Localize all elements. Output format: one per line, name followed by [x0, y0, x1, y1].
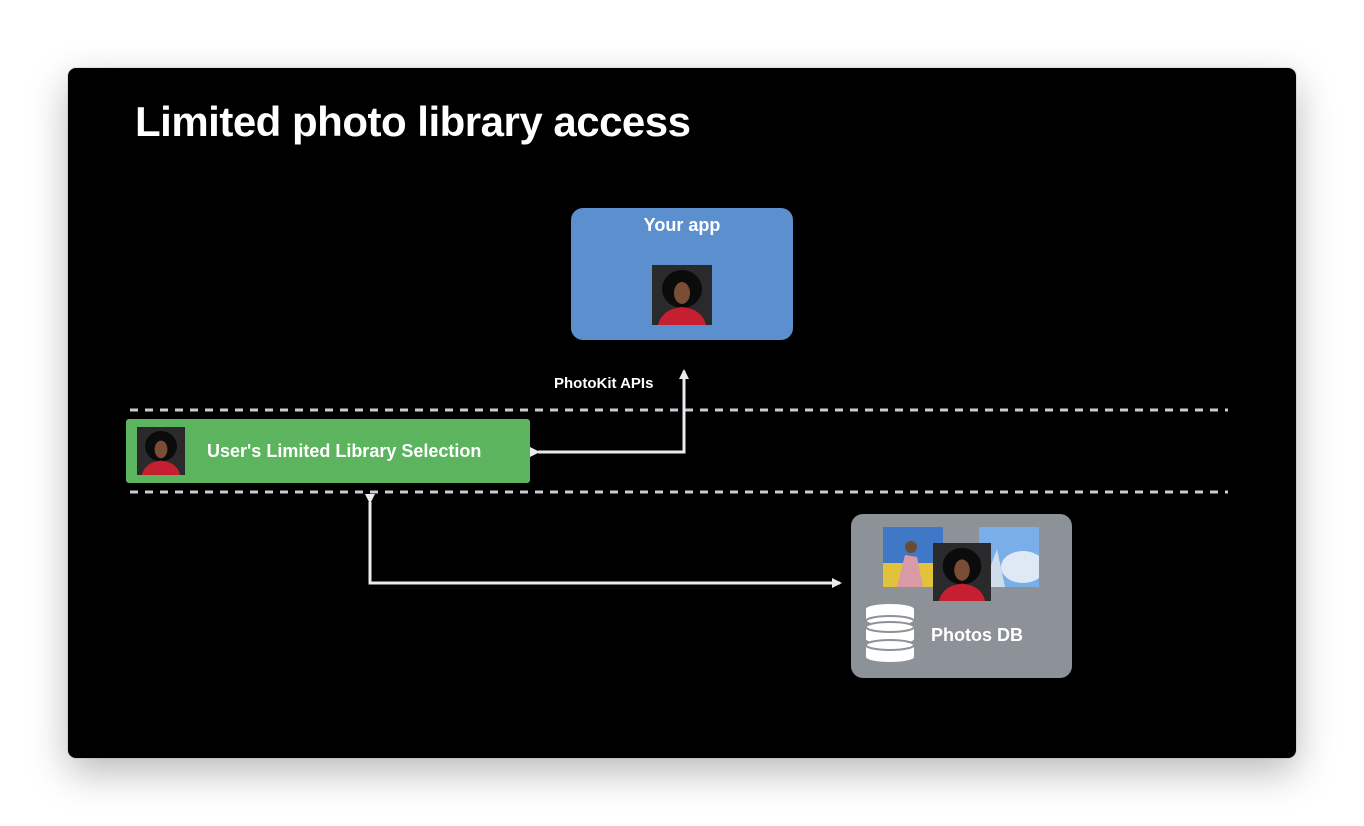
- photokit-apis-label: PhotoKit APIs: [554, 375, 654, 392]
- your-app-label: Your app: [643, 215, 721, 235]
- slide-window: Limited photo library access Your app Ph…: [68, 68, 1296, 758]
- photos-db-node: Photos DB: [851, 514, 1072, 678]
- arrow-selection-to-photos-db: [365, 494, 842, 588]
- slide-title: Limited photo library access: [135, 98, 691, 145]
- limited-selection-label: User's Limited Library Selection: [207, 441, 482, 461]
- connector-overlay: [130, 369, 1228, 588]
- limited-selection-node: User's Limited Library Selection: [126, 419, 530, 483]
- database-icon: [865, 604, 915, 662]
- portrait-photo-icon: [652, 265, 712, 325]
- photos-db-label: Photos DB: [931, 625, 1023, 645]
- portrait-photo-icon: [137, 427, 185, 475]
- your-app-node: Your app: [571, 208, 793, 340]
- portrait-photo-icon: [933, 543, 991, 601]
- arrow-selection-to-app: [530, 369, 689, 457]
